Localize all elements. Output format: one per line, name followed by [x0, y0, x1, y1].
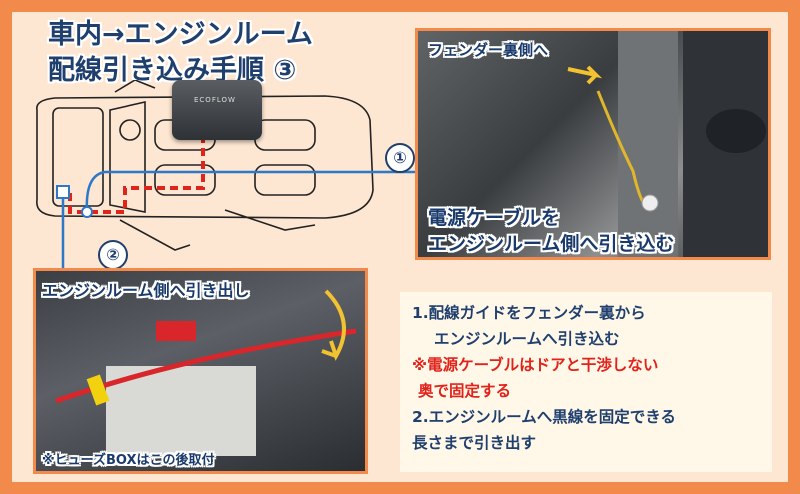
open-door — [119, 219, 191, 251]
red-terminal — [156, 321, 196, 341]
route-point-2 — [56, 185, 70, 199]
rear-seat-left — [254, 119, 316, 151]
curved-arrow-icon — [321, 289, 346, 361]
marker-two: ② — [98, 240, 128, 270]
red-cable-route — [68, 135, 205, 214]
title-line1: 車内→エンジンルーム — [48, 19, 313, 50]
marker-one: ① — [385, 143, 415, 173]
door-pillar — [618, 31, 678, 257]
ring-terminal — [641, 194, 659, 212]
front-seat-right — [154, 164, 216, 196]
engine-caption: ※ヒューズBOXはこの後取付 — [42, 453, 215, 468]
engine-photo-art — [55, 289, 357, 456]
photo-fender: フェンダー裏側へ 電源ケーブルを エンジンルーム側へ引き込む — [415, 28, 771, 260]
car-body-outline — [36, 95, 374, 219]
engine-bay — [52, 107, 104, 207]
steering-wheel — [119, 119, 141, 141]
windshield — [109, 100, 146, 213]
step-1-line-2: エンジンルームへ引き込む — [434, 330, 620, 348]
instruction-panel: 1.配線ガイドをフェンダー裏から エンジンルームへ引き込む ※電源ケーブルはドア… — [400, 292, 772, 472]
fender-label: フェンダー裏側へ — [428, 41, 549, 59]
fender-caption-2: エンジンルーム側へ引き込む — [428, 233, 675, 255]
photo-engine-room: エンジンルーム側へ引き出し ※ヒューズBOXはこの後取付 — [33, 268, 368, 474]
step-2-line-1: 2.エンジンルームへ黒線を固定できる — [412, 408, 676, 426]
door-line — [224, 209, 316, 231]
yellow-arrow-icon — [567, 65, 603, 85]
step-2-line-2: 長さまで引き出す — [412, 434, 537, 452]
yellow-tag — [86, 374, 110, 406]
blue-route-1 — [85, 170, 415, 213]
engine-label: エンジンルーム側へ引き出し — [42, 281, 250, 300]
red-cable — [55, 328, 357, 404]
mirror-top — [114, 80, 156, 93]
battery — [106, 366, 256, 456]
rear-seat-right — [254, 164, 316, 196]
ecoflow-device: ECOFLOW — [172, 80, 262, 140]
step-1-line-1: 1.配線ガイドをフェンダー裏から — [412, 304, 646, 322]
step-1-note-2: 奥で固定する — [418, 382, 512, 400]
step-1-note-1: ※電源ケーブルはドアと干渉しない — [412, 356, 659, 374]
part-ring — [706, 109, 766, 153]
route-point-1 — [81, 206, 93, 218]
fender-caption-1: 電源ケーブルを — [428, 207, 560, 229]
yellow-wire — [596, 90, 648, 208]
fender-photo-art — [567, 31, 768, 257]
ecoflow-brand: ECOFLOW — [194, 96, 236, 104]
